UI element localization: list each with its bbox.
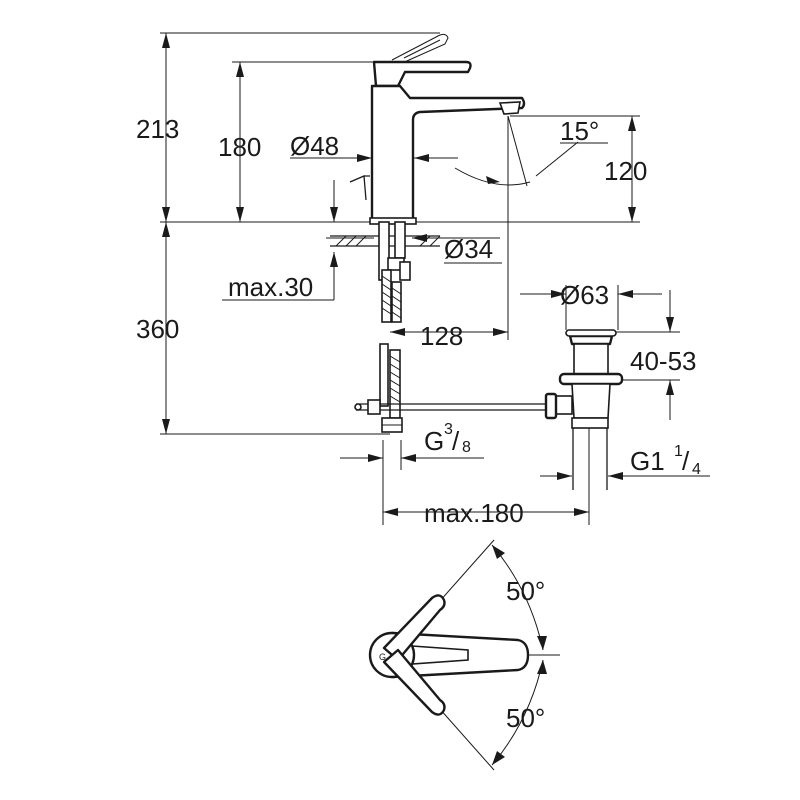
dimension-labels: 213 180 Ø48 15° 120 Ø34 max.30 360 128 Ø… [136,114,701,733]
svg-text:G: G [379,652,386,662]
label-body-diameter: Ø48 [290,131,339,161]
svg-text:1: 1 [674,443,683,460]
dimension-lines [162,33,710,771]
label-spout-height: 120 [604,156,647,186]
faucet-top-view: G [368,594,530,716]
label-spout-angle: 15° [560,116,599,146]
label-drain-diameter: Ø63 [560,280,609,310]
label-below-deck: 360 [136,314,179,344]
label-max-width: max.180 [424,498,524,528]
label-body-height: 180 [218,132,261,162]
svg-text:G: G [424,426,444,456]
label-projection: 128 [420,321,463,351]
deck-section [330,221,545,433]
svg-text:3: 3 [444,421,453,438]
faucet-side-view [349,33,526,225]
pop-up-drain [544,329,624,490]
label-lever-angle-top: 50° [506,576,545,606]
svg-text:4: 4 [692,461,701,478]
svg-text:/: / [682,446,690,476]
svg-text:/: / [452,426,460,456]
label-connection-thread: G 3 / 8 [424,421,471,456]
label-hole-diameter: Ø34 [444,234,493,264]
svg-text:8: 8 [462,439,471,456]
label-lever-angle-bottom: 50° [506,703,545,733]
label-drain-thread: G1 1 / 4 [630,443,701,478]
svg-text:G1: G1 [630,446,665,476]
label-total-height: 213 [136,114,179,144]
label-drain-range: 40-53 [630,346,697,376]
label-max-deck: max.30 [228,272,313,302]
